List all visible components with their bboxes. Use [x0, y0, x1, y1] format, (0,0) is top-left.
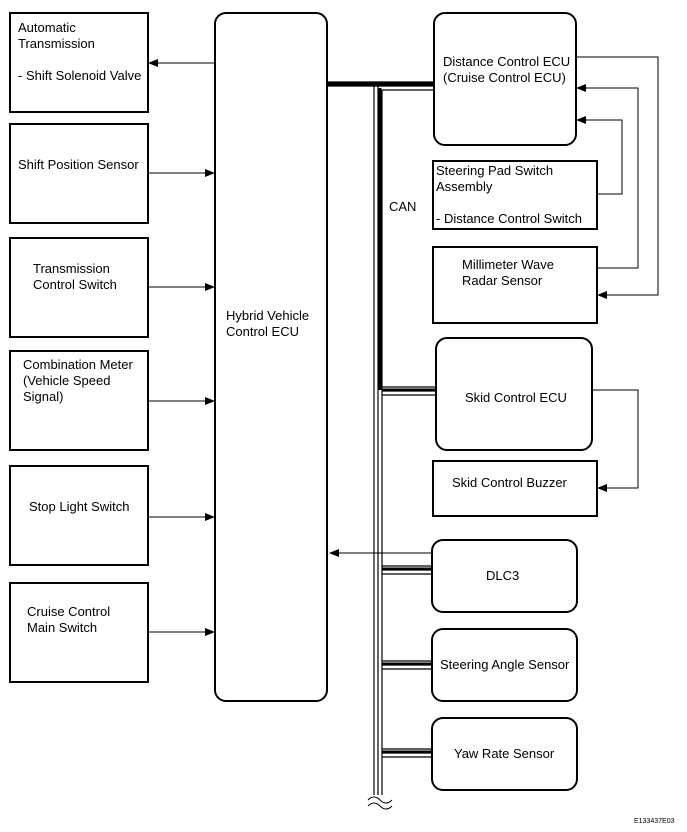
can-bus-label: CAN [389, 199, 417, 214]
cruise-control-main-switch-box: Cruise Control Main Switch [9, 582, 149, 683]
steering-pad-switch-label: Steering Pad Switch Assembly - Distance … [436, 163, 582, 226]
skid-control-ecu-label: Skid Control ECU [465, 390, 567, 405]
transmission-control-switch-box: Transmission Control Switch [9, 237, 149, 338]
millimeter-wave-radar-label: Millimeter Wave Radar Sensor [462, 257, 554, 288]
dlc3-label: DLC3 [486, 568, 520, 583]
yaw-rate-sensor-label: Yaw Rate Sensor [454, 746, 555, 761]
figure-id: E133437E03 [634, 818, 675, 825]
yaw-rate-sensor-box: Yaw Rate Sensor [431, 717, 578, 791]
hybrid-vehicle-control-ecu-label: Hybrid Vehicle Control ECU [226, 308, 310, 339]
combination-meter-label: Combination Meter (Vehicle Speed Signal) [23, 357, 133, 404]
transmission-control-switch-label: Transmission Control Switch [33, 261, 117, 292]
stop-light-switch-label: Stop Light Switch [29, 499, 130, 514]
signal-arrows [148, 59, 431, 636]
distance-control-ecu-label: Distance Control ECU (Cruise Control ECU… [443, 54, 571, 85]
skid-control-ecu-box: Skid Control ECU [435, 337, 593, 451]
cruise-control-main-switch-label: Cruise Control Main Switch [27, 604, 111, 635]
shift-position-sensor-label: Shift Position Sensor [18, 157, 139, 172]
millimeter-wave-radar-box: Millimeter Wave Radar Sensor [432, 246, 598, 324]
skid-control-buzzer-box: Skid Control Buzzer [432, 460, 598, 517]
bus-break-mark [367, 796, 393, 810]
steering-angle-sensor-box: Steering Angle Sensor [431, 628, 578, 702]
dlc3-box: DLC3 [431, 539, 578, 613]
stop-light-switch-box: Stop Light Switch [9, 465, 149, 566]
skid-control-buzzer-label: Skid Control Buzzer [452, 475, 567, 490]
steering-angle-sensor-label: Steering Angle Sensor [440, 657, 570, 672]
hybrid-vehicle-control-ecu-box: Hybrid Vehicle Control ECU [214, 12, 328, 702]
distance-control-ecu-box: Distance Control ECU (Cruise Control ECU… [433, 12, 577, 146]
shift-position-sensor-box: Shift Position Sensor [9, 123, 149, 224]
combination-meter-box: Combination Meter (Vehicle Speed Signal) [9, 350, 149, 451]
automatic-transmission-box: Automatic Transmission - Shift Solenoid … [9, 12, 149, 113]
steering-pad-switch-box: Steering Pad Switch Assembly - Distance … [432, 160, 598, 230]
automatic-transmission-label: Automatic Transmission - Shift Solenoid … [18, 20, 142, 83]
